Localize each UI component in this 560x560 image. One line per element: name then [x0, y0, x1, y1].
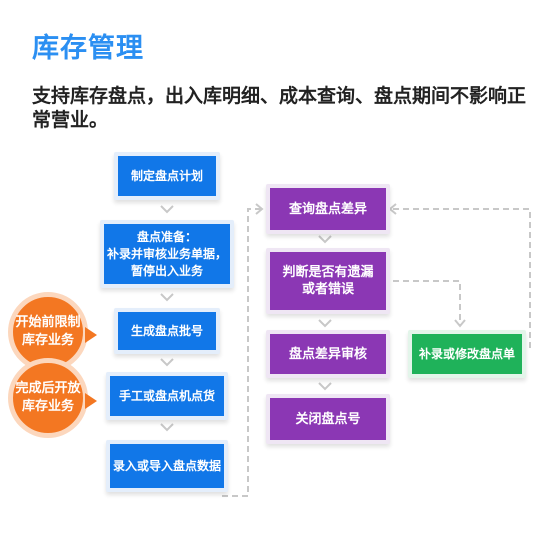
connector-back-to-query: [390, 208, 531, 348]
arrow-down-icon: [454, 319, 466, 328]
connector-to-query-difference: [222, 208, 262, 497]
callout-after-finish: 完成后开放 库存业务: [8, 358, 97, 438]
step-make-plan: 制定盘点计划: [114, 152, 220, 200]
page-title: 库存管理: [32, 33, 144, 64]
arrow-right-icon: [255, 203, 264, 215]
step-manual-count: 手工或盘点机点货: [106, 372, 228, 420]
step-audit-difference: 盘点差异审核: [266, 330, 390, 378]
step-generate-batch: 生成盘点批号: [114, 308, 220, 354]
step-import-data: 录入或导入盘点数据: [106, 440, 228, 492]
chevron-down-icon: [160, 423, 174, 432]
step-close-batch: 关闭盘点号: [266, 394, 390, 444]
chevron-down-icon: [160, 358, 174, 367]
page-description: 支持库存盘点，出入库明细、成本查询、盘点期间不影响正常营业。: [32, 85, 527, 131]
arrow-left-icon: [388, 203, 397, 215]
chevron-down-icon: [318, 319, 332, 328]
step-preparation: 盘点准备： 补录并审核业务单据， 暂停出入业务: [100, 220, 234, 288]
step-correct-count-sheet: 补录或修改盘点单: [408, 330, 526, 378]
chevron-down-icon: [160, 205, 174, 214]
chevron-down-icon: [318, 382, 332, 391]
step-check-omission: 判断是否有遗漏 或者错误: [266, 248, 390, 314]
connector-to-correction: [393, 280, 461, 325]
chevron-down-icon: [318, 235, 332, 244]
step-query-difference: 查询盘点差异: [266, 184, 390, 234]
chevron-down-icon: [160, 293, 174, 302]
